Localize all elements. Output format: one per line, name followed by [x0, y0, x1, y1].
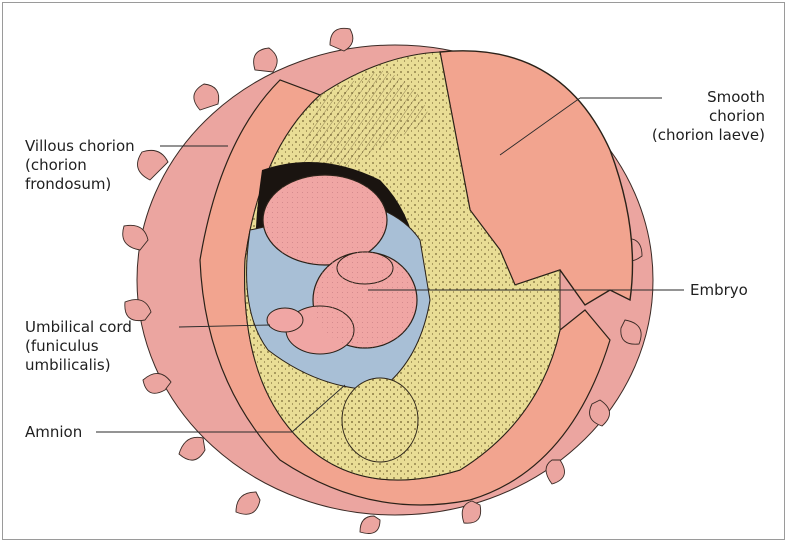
label-villous-chorion: Villous chorion (chorion frondosum) — [25, 137, 135, 194]
label-smooth-chorion: Smooth chorion (chorion laeve) — [652, 88, 765, 145]
label-embryo: Embryo — [690, 281, 748, 300]
label-amnion: Amnion — [25, 423, 82, 442]
label-umbilical-cord: Umbilical cord (funiculus umbilicalis) — [25, 318, 132, 375]
